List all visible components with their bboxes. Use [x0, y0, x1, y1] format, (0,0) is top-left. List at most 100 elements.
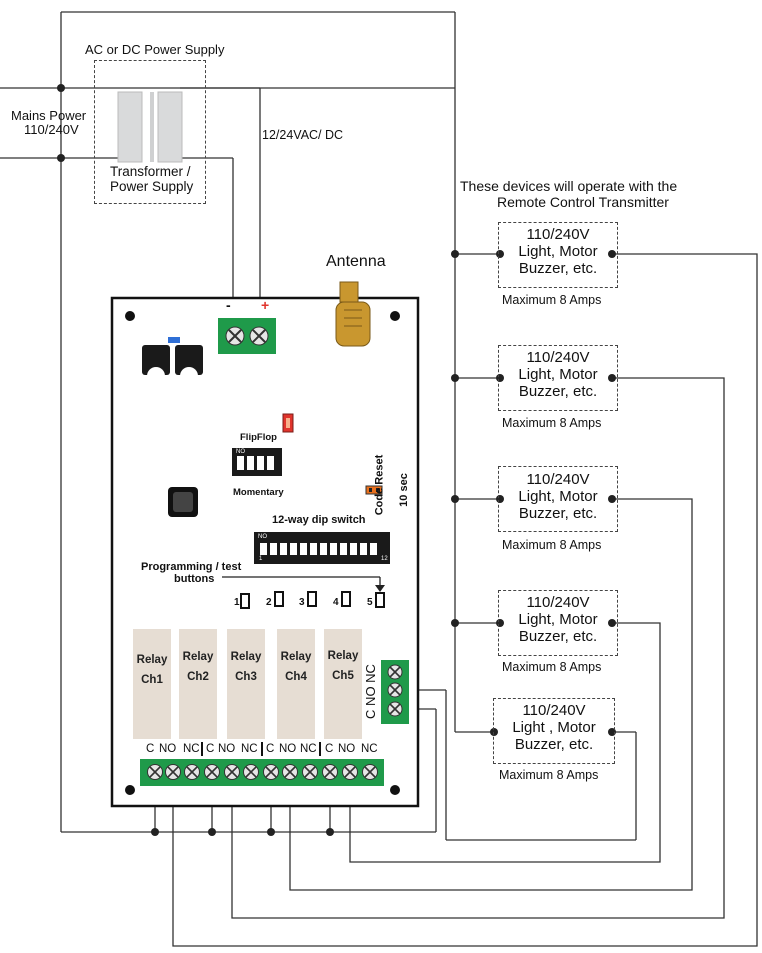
antenna-icon: [335, 281, 371, 347]
programming-label-1: Programming / test: [141, 561, 242, 573]
device-3: 110/240V Light, Motor Buzzer, etc.: [498, 471, 618, 522]
momentary-label: Momentary: [233, 487, 284, 498]
terminal-label: NC: [183, 743, 200, 755]
terminal-label: C: [266, 743, 275, 755]
flipflop-label: FlipFlop: [240, 432, 277, 443]
device-1: 110/240V Light, Motor Buzzer, etc.: [498, 226, 618, 277]
device-type: Light, Motor: [518, 366, 598, 383]
device-box-1: [498, 222, 618, 288]
device-2: 110/240V Light, Motor Buzzer, etc.: [498, 349, 618, 400]
side-terminal-label: C NO NC: [362, 664, 378, 719]
programming-label-2: buttons: [174, 573, 215, 585]
relay-ch5: Relay Ch5: [324, 629, 362, 739]
terminal-label: C: [146, 743, 155, 755]
device-box-2: [498, 345, 618, 411]
device-amps-1: Maximum 8 Amps: [502, 293, 602, 307]
relay-ch2: Relay Ch2: [179, 629, 217, 739]
relay-ch1: Relay Ch1: [133, 629, 171, 739]
relay-channel: Ch5: [332, 670, 354, 682]
device-amps-2: Maximum 8 Amps: [502, 416, 602, 430]
device-box-4: [498, 590, 618, 656]
relay-channel: Ch2: [187, 671, 209, 683]
button-number-2: 2: [266, 597, 272, 608]
mains-label-1: Mains Power: [11, 108, 87, 123]
device-voltage: 110/240V: [522, 702, 586, 719]
button-number-5: 5: [367, 597, 373, 608]
button-number-4: 4: [333, 597, 339, 608]
terminal-separators: [201, 742, 321, 756]
output-voltage-label: 12/24VAC/ DC: [262, 128, 344, 142]
programming-button-1[interactable]: [240, 593, 250, 609]
device-voltage: 110/240V: [526, 594, 590, 611]
relay-label: Relay: [182, 651, 214, 663]
terminal-label: NO: [218, 743, 236, 755]
programming-button-2[interactable]: [274, 591, 284, 607]
minus-label: -: [226, 297, 231, 313]
terminal-label: NO: [159, 743, 177, 755]
terminal-label: NC: [241, 743, 258, 755]
device-type: Light , Motor: [512, 719, 596, 736]
device-type-2: Buzzer, etc.: [518, 505, 598, 522]
dip-no-label: NO: [258, 534, 267, 540]
device-type: Light, Motor: [518, 488, 598, 505]
terminal-label: NC: [361, 743, 378, 755]
terminal-label: NO: [338, 743, 356, 755]
relay-channel: Ch1: [141, 674, 163, 686]
transformer-label-1: Transformer /: [110, 164, 191, 179]
device-voltage: 110/240V: [526, 471, 590, 488]
device-type-2: Buzzer, etc.: [514, 736, 594, 753]
programming-button-5[interactable]: [375, 592, 385, 608]
power-supply-label: AC or DC Power Supply: [85, 42, 225, 57]
button-number-1: 1: [234, 597, 240, 608]
device-amps-4: Maximum 8 Amps: [502, 660, 602, 674]
twelve-way-dip-switch: [254, 532, 390, 564]
device-5: 110/240V Light , Motor Buzzer, etc.: [493, 702, 615, 753]
devices-heading-1: These devices will operate with the: [460, 178, 678, 194]
dip-twelve-label: 12: [381, 556, 388, 562]
output-wiring: [61, 253, 758, 947]
terminal-label: C: [325, 743, 334, 755]
arrow-icon: [222, 576, 385, 592]
terminal-label: C: [206, 743, 215, 755]
relay-channel: Ch3: [235, 671, 257, 683]
transformer-label-2: Power Supply: [110, 179, 194, 194]
device-amps-3: Maximum 8 Amps: [502, 538, 602, 552]
dip-switch-label: 12-way dip switch: [272, 514, 366, 526]
device-voltage: 110/240V: [526, 226, 590, 243]
mode-dip-switch: [232, 448, 282, 476]
devices-heading-2: Remote Control Transmitter: [497, 194, 669, 210]
terminal-label: NO: [279, 743, 297, 755]
terminal-label: NC: [300, 743, 317, 755]
mains-label-2: 110/240V: [24, 122, 79, 137]
transformer-core: [117, 91, 183, 163]
antenna-label: Antenna: [326, 253, 386, 270]
device-type-2: Buzzer, etc.: [518, 260, 598, 277]
relay-ch3: Relay Ch3: [227, 629, 265, 739]
side-terminal-block: [381, 660, 409, 724]
device-type: Light, Motor: [518, 611, 598, 628]
device-amps-5: Maximum 8 Amps: [499, 768, 599, 782]
code-reset-jumper: [365, 485, 383, 495]
flipflop-switch-icon: [282, 413, 294, 433]
device-box-3: [498, 466, 618, 532]
device-type-2: Buzzer, etc.: [518, 383, 598, 400]
mains-wiring: [0, 11, 500, 832]
code-reset-label-1: Code Reset: [373, 454, 386, 516]
code-reset-label-2: 10 sec: [397, 473, 410, 507]
chip-icon: [168, 487, 198, 517]
button-number-3: 3: [299, 597, 305, 608]
dip-one-label: 1: [259, 556, 263, 562]
power-terminal-block: [218, 318, 276, 354]
device-type: Light, Motor: [518, 243, 598, 260]
capacitor-icon: [142, 337, 203, 376]
programming-button-3[interactable]: [307, 591, 317, 607]
device-type-2: Buzzer, etc.: [518, 628, 598, 645]
programming-button-4[interactable]: [341, 591, 351, 607]
power-supply-box: [94, 60, 206, 204]
relay-channel: Ch4: [285, 671, 307, 683]
plus-label: +: [261, 297, 270, 313]
device-4: 110/240V Light, Motor Buzzer, etc.: [498, 594, 618, 645]
relay-label: Relay: [327, 650, 359, 662]
relay-ch4: Relay Ch4: [277, 629, 315, 739]
device-voltage: 110/240V: [526, 349, 590, 366]
